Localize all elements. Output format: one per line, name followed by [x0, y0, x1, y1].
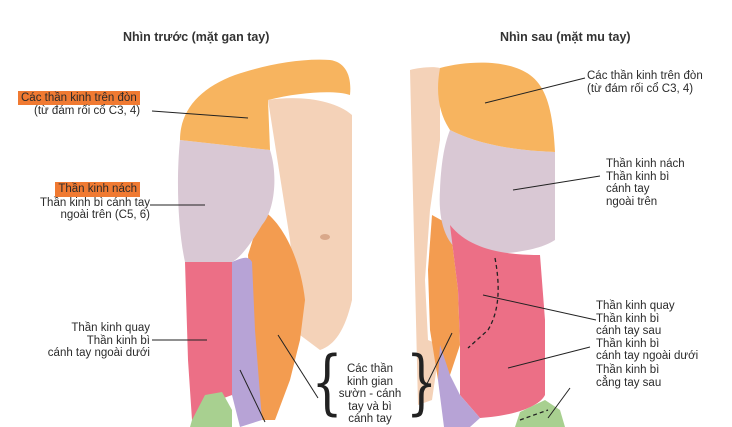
intercostal-line2: kinh gian — [346, 375, 394, 388]
front-axillary-zone — [177, 140, 275, 262]
front-supraclavicular-origin: (từ đám rối cổ C3, 4) — [34, 104, 141, 117]
back-leader-axillary — [512, 175, 601, 191]
front-supraclavicular-name: Các thần kinh trên đòn — [18, 91, 140, 105]
back-forearm-line2: cẳng tay sau — [596, 376, 662, 389]
front-leader-medial — [239, 369, 266, 423]
back-supraclavicular-label: Các thần kinh trên đòn (từ đám rối cổ C3… — [587, 70, 703, 95]
back-forearm-label: Thần kinh bì cẳng tay sau — [596, 364, 661, 389]
front-radial-label: Thần kinh quay Thần kinh bì cánh tay ngo… — [30, 322, 150, 360]
front-radial-line3: cánh tay ngoài dưới — [47, 347, 150, 359]
back-radial-zone — [450, 225, 545, 418]
back-axillary-label: Thần kinh nách Thần kinh bì cánh tay ngo… — [606, 158, 685, 208]
back-skin — [410, 67, 440, 405]
front-radial-line1: Thần kinh quay — [71, 322, 150, 334]
back-medial-zone — [438, 345, 480, 427]
front-leader-supraclavicular — [151, 110, 249, 119]
back-leader-lower-lateral — [507, 346, 591, 369]
back-axillary-line1: Thần kinh nách — [606, 158, 685, 170]
back-forearm-line1: Thần kinh bì — [596, 364, 660, 376]
back-radial-line3: cánh tay sau — [596, 325, 662, 337]
back-axillary-line2: Thần kinh bì — [606, 170, 670, 183]
back-dashed-boundary-2 — [519, 409, 549, 421]
front-chest-skin — [268, 98, 352, 350]
front-upper-lateral-line2: ngoài trên (C5, 6) — [60, 209, 151, 221]
back-radial-line4: Thần kinh bì — [596, 337, 660, 350]
intercostal-line4: tay và bì — [348, 400, 392, 413]
front-axillary-name: Thần kinh nách — [55, 182, 140, 197]
back-axillary-line3: cánh tay — [606, 183, 650, 195]
back-radial-label: Thần kinh quay Thần kinh bì cánh tay sau… — [596, 300, 698, 363]
back-leader-supraclavicular — [484, 77, 586, 104]
back-axillary-line4: ngoài trên — [606, 195, 658, 208]
back-view-title: Nhìn sau (mặt mu tay) — [500, 30, 631, 44]
intercostal-line5: cánh tay — [348, 413, 392, 425]
back-leader-forearm — [547, 387, 571, 419]
back-supraclavicular-name: Các thần kinh trên đòn — [587, 70, 703, 82]
front-arm — [150, 59, 352, 427]
front-musculocutaneous-zone — [190, 392, 232, 427]
back-supraclavicular-zone — [438, 62, 555, 153]
left-brace: { — [312, 342, 343, 423]
front-intercostal-zone — [248, 210, 305, 420]
front-axillary-label: Thần kinh nách Thần kinh bì cánh tay ngo… — [30, 182, 150, 222]
back-arm — [410, 62, 601, 427]
front-upper-lateral-line1: Thần kinh bì cánh tay — [40, 196, 150, 209]
back-radial-line5: cánh tay ngoài dưới — [596, 350, 699, 362]
right-brace: } — [406, 342, 437, 423]
front-view-title: Nhìn trước (mặt gan tay) — [123, 30, 270, 44]
back-radial-line2: Thần kinh bì — [596, 312, 660, 325]
front-leader-intercostal — [277, 334, 319, 399]
back-intercostal-zone — [428, 215, 460, 380]
front-supraclavicular-zone — [180, 59, 351, 150]
intercostal-line3: sườn - cánh — [338, 388, 402, 400]
back-leader-radial — [482, 294, 597, 321]
back-axillary-zone — [439, 130, 555, 255]
front-nipple — [320, 234, 330, 240]
back-radial-line1: Thần kinh quay — [596, 300, 675, 312]
intercostal-line1: Các thần — [346, 363, 394, 375]
back-leader-intercostal — [419, 332, 453, 399]
front-radial-line2: Thần kinh bì — [86, 334, 150, 347]
back-dashed-boundary — [467, 257, 499, 349]
back-supraclavicular-origin: (từ đám rối cổ C3, 4) — [587, 82, 694, 95]
front-medial-zone — [232, 257, 262, 427]
front-supraclavicular-label: Các thần kinh trên đòn (từ đám rối cổ C3… — [18, 91, 141, 117]
intercostal-label: Các thần kinh gian sườn - cánh tay và bì… — [330, 363, 410, 426]
front-radial-zone — [185, 262, 232, 420]
